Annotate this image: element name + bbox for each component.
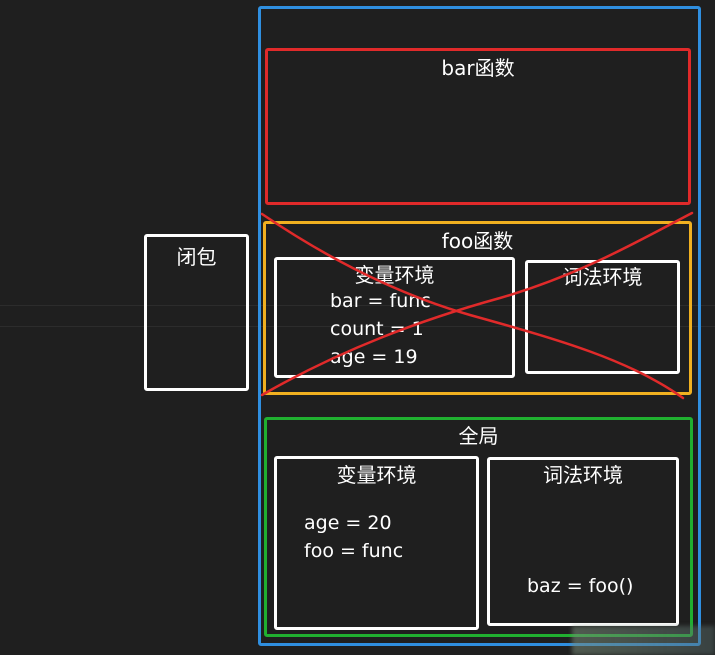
- closure-box: 闭包: [144, 234, 249, 391]
- global-var-entry: age = 20: [304, 512, 392, 534]
- foo-variable-env-box: 变量环境 bar = func count = 1 age = 19: [274, 257, 515, 378]
- global-lexical-env-box: 词法环境 baz = foo(): [487, 457, 679, 626]
- bar-context-title: bar函数: [441, 56, 515, 80]
- global-lexical-env-title: 词法环境: [543, 463, 623, 487]
- global-variable-env-title: 变量环境: [336, 463, 417, 487]
- foo-var-entry: count = 1: [330, 318, 424, 340]
- foo-variable-env-title: 变量环境: [354, 263, 435, 287]
- global-context-box: 全局: [264, 417, 693, 637]
- global-context-title: 全局: [458, 424, 499, 448]
- global-var-entry: foo = func: [304, 540, 404, 562]
- call-stack-box: [258, 6, 701, 646]
- global-variable-env-box: 变量环境 age = 20 foo = func: [274, 456, 479, 630]
- foo-lexical-env-title: 词法环境: [562, 265, 643, 289]
- global-lex-entry: baz = foo(): [527, 575, 634, 597]
- foo-lexical-env-box: 词法环境: [525, 260, 680, 374]
- foo-context-title: foo函数: [441, 229, 514, 253]
- foo-var-entry: bar = func: [330, 290, 431, 312]
- bar-context-box: bar函数: [265, 48, 691, 205]
- watermark-blur: [572, 626, 715, 655]
- closure-title: 闭包: [176, 245, 217, 269]
- foo-var-entry: age = 19: [330, 346, 418, 368]
